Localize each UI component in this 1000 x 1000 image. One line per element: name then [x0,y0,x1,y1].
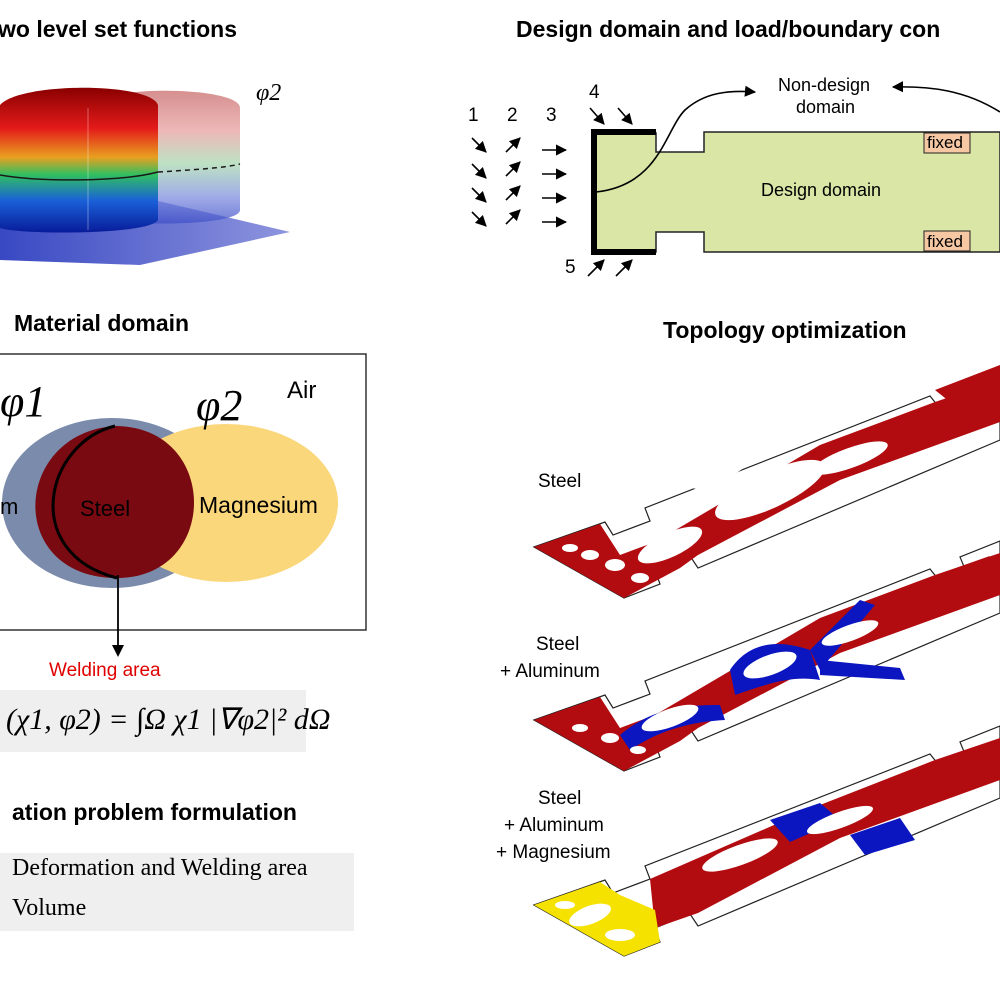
load-arrows-1 [471,137,487,227]
result-steel-aluminum [532,540,1000,772]
load-arrows-2 [505,137,521,225]
load-arrows-3 [542,144,568,228]
welding-boundary [51,424,118,580]
fixed-box-top [923,132,971,154]
result-steel-aluminum-magnesium [532,725,1000,957]
load-number-5: 5 [565,257,576,278]
welding-area-label: Welding area [49,660,161,681]
design-domain-diagram [471,81,1000,277]
load-number-4: 4 [589,82,600,103]
fixed-box-bottom [923,230,971,252]
aluminum-partial-label: m [0,494,19,519]
non-design-border [591,129,656,255]
formulation-objective: Deformation and Welding area [12,855,308,881]
non-design-label-line2: domain [796,97,856,117]
material-phi1-label: φ1 [0,377,47,426]
material-phi2-label: φ2 [196,381,243,430]
air-label: Air [287,377,317,404]
level-set-heading: wo level set functions [0,16,237,42]
design-domain-heading: Design domain and load/boundary con [516,16,941,42]
topology-results [532,365,1000,957]
result-steel [532,365,1000,599]
result-3-label-aluminum: + Aluminum [504,815,604,836]
load-arrows-5 [587,259,633,277]
material-domain-heading: Material domain [14,310,190,336]
load-number-3: 3 [546,105,557,126]
steel-label: Steel [80,496,131,521]
result-3-label-steel: Steel [538,788,582,809]
non-design-pointer-left [595,85,757,193]
welding-equation-box: (χ1, φ2) = ∫Ω χ1 |∇φ2|² dΩ [0,690,330,752]
formulation-constraint: Volume [12,895,87,921]
load-number-1: 1 [468,105,479,126]
topology-heading: Topology optimization [663,317,907,343]
fixed-label-bottom: fixed [927,232,963,251]
formulation-box: Deformation and Welding area Volume [0,853,354,931]
welding-arrow [112,575,124,657]
design-domain-label: Design domain [761,180,882,200]
fixed-label-top: fixed [927,133,963,152]
result-2-label-aluminum: + Aluminum [500,661,600,682]
load-arrows-4 [589,107,633,125]
steel-region [35,426,195,578]
result-2-label-steel: Steel [536,634,580,655]
level-set-plot [0,87,290,265]
material-domain-diagram [0,353,367,631]
result-1-label-steel: Steel [538,471,582,492]
welding-equation: (χ1, φ2) = ∫Ω χ1 |∇φ2|² dΩ [6,703,331,736]
load-number-2: 2 [507,105,518,126]
non-design-label-line1: Non-design [778,75,871,95]
formulation-heading: ation problem formulation [12,799,297,825]
level-set-phi2-label: φ2 [256,80,282,106]
non-design-pointer-right [891,81,1000,113]
magnesium-label: Magnesium [199,492,318,518]
result-3-label-magnesium: + Magnesium [496,842,611,863]
